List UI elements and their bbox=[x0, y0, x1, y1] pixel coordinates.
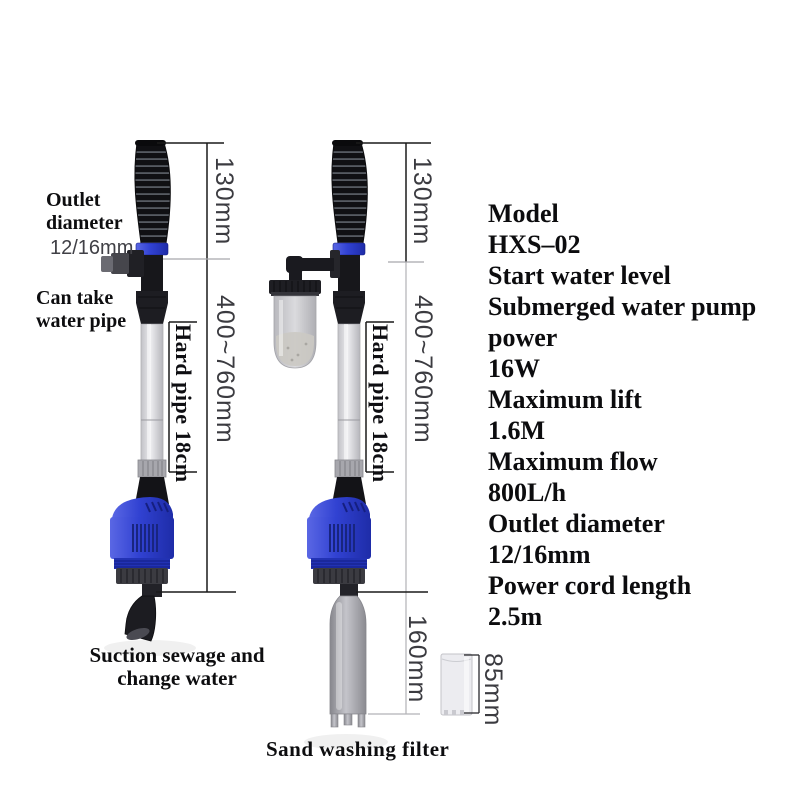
spec-max-flow-value: 800L/h bbox=[488, 478, 567, 507]
can-take-water-pipe-label: Can take water pipe bbox=[36, 287, 127, 332]
spec-model-label: Model bbox=[488, 199, 559, 228]
spec-start-water-level: Start water level bbox=[488, 261, 671, 290]
left-unit-illustration bbox=[101, 140, 196, 656]
spec-pump-power-label: Submerged water pump power bbox=[488, 292, 757, 352]
spec-model-value: HXS–02 bbox=[488, 230, 581, 259]
spec-max-lift-label: Maximum lift bbox=[488, 385, 642, 414]
spec-max-lift-value: 1.6M bbox=[488, 416, 546, 445]
dimension-lines bbox=[156, 142, 480, 715]
sand-filter-cup-illustration bbox=[440, 653, 473, 716]
spec-pump-power-value: 16W bbox=[488, 354, 540, 383]
dim-130mm-left: 130mm bbox=[210, 157, 238, 246]
center-unit-illustration bbox=[269, 140, 388, 750]
dim-130mm-right: 130mm bbox=[408, 157, 436, 246]
dim-400-760mm-right: 400~760mm bbox=[409, 295, 437, 444]
suction-sewage-label: Suction sewage and change water bbox=[89, 643, 265, 690]
spec-list: Model HXS–02 Start water level Submerged… bbox=[488, 198, 796, 632]
dim-hard-pipe-right: Hard pipe 18cm bbox=[368, 324, 393, 483]
spec-outlet-value: 12/16mm bbox=[488, 540, 591, 569]
spec-outlet-label: Outlet diameter bbox=[488, 509, 665, 538]
spec-max-flow-label: Maximum flow bbox=[488, 447, 658, 476]
sand-washing-filter-label: Sand washing filter bbox=[266, 737, 450, 761]
dim-160mm: 160mm bbox=[403, 615, 431, 704]
dim-400-760mm-left: 400~760mm bbox=[211, 295, 239, 444]
outlet-diameter-value: 12/16mm bbox=[50, 237, 134, 259]
spec-cord-length-label: Power cord length bbox=[488, 571, 692, 600]
dim-hard-pipe-left: Hard pipe 18cm bbox=[171, 324, 196, 483]
dim-85mm: 85mm bbox=[479, 653, 507, 727]
outlet-diameter-label: Outlet diameter bbox=[46, 189, 123, 234]
spec-cord-length-value: 2.5m bbox=[488, 602, 543, 631]
